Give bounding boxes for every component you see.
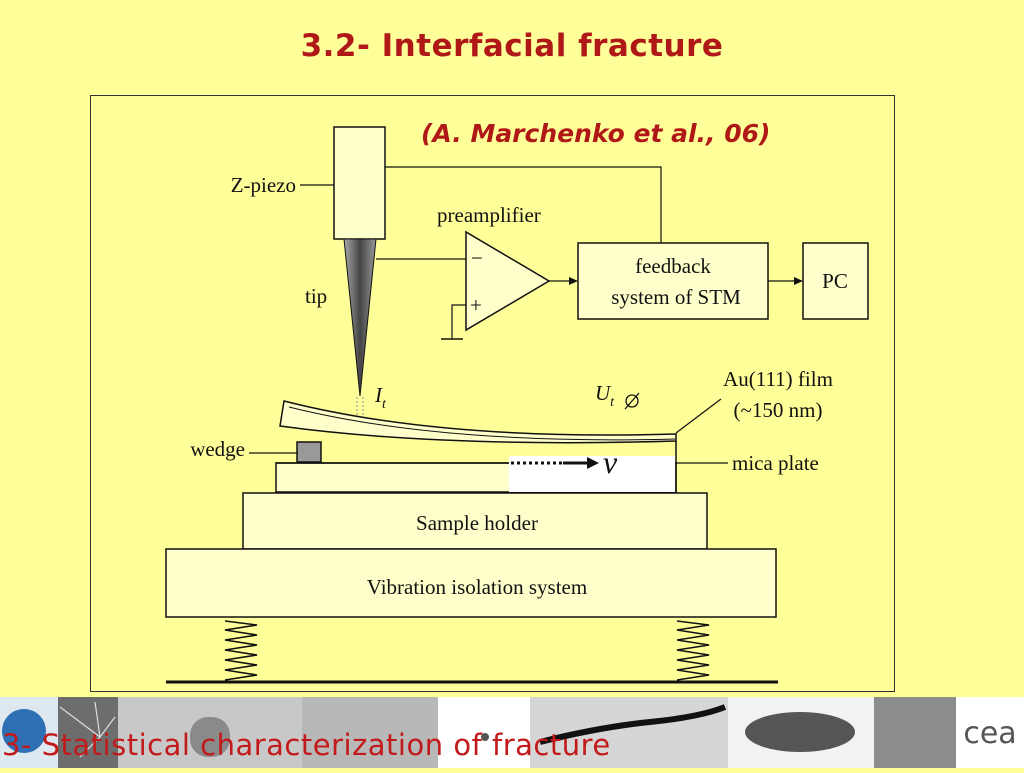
au-film-leader — [675, 398, 722, 434]
sprec-logo — [2, 709, 46, 753]
sample-holder-label: Sample holder — [416, 511, 538, 535]
preamplifier-triangle — [465, 230, 551, 332]
preamp-to-feedback-arrowhead — [569, 277, 578, 285]
ut-label: Ut — [595, 381, 615, 410]
crack-lines — [59, 701, 116, 758]
minus-sign: − — [471, 246, 483, 270]
wedge-label: wedge — [190, 437, 245, 461]
left-spring — [224, 620, 258, 681]
feedback-line2: system of STM — [611, 285, 741, 309]
feedback-to-piezo-wire — [385, 166, 662, 243]
ut-terminal-slash — [624, 392, 640, 410]
velocity-arrowhead — [587, 457, 599, 469]
footer-image-strip: cea — [0, 697, 1024, 768]
cea-logo-bg — [956, 697, 1024, 768]
fracture-crack-line — [539, 704, 727, 745]
machine-part — [190, 717, 230, 757]
thumbnail-molecule — [438, 697, 530, 768]
thumbnail-fracture-crack — [530, 697, 728, 768]
au-film-label-line2: (~150 nm) — [734, 398, 823, 422]
slide-title: 3.2- Interfacial fracture — [300, 28, 724, 64]
au-film-layer — [288, 406, 677, 441]
ut-terminal — [625, 394, 639, 408]
stm-setup-diagram: (A. Marchenko et al., 06) Z-piezo tip pr… — [165, 119, 869, 684]
stm-tip — [343, 238, 377, 397]
molecule-node — [481, 733, 489, 741]
velocity-label: v — [603, 444, 618, 480]
z-piezo-label: Z-piezo — [231, 173, 296, 197]
pc-box — [802, 242, 869, 320]
thumbnail-surface — [302, 697, 438, 768]
au-film-label-line1: Au(111) film — [723, 367, 833, 391]
feedback-line1: feedback — [635, 254, 711, 278]
it-label: It — [374, 383, 387, 412]
plus-sign: + — [470, 293, 482, 317]
feedback-to-pc-arrowhead — [794, 277, 803, 285]
mica-plate-label: mica plate — [732, 451, 819, 475]
cea-logo: cea — [963, 716, 1016, 751]
ground-wire — [451, 304, 466, 339]
surface-plot — [745, 712, 855, 752]
citation: (A. Marchenko et al., 06) — [421, 119, 770, 148]
wedge-block — [296, 441, 322, 463]
right-spring — [676, 620, 710, 681]
sample-holder-box — [242, 492, 708, 550]
tip-label: tip — [305, 284, 327, 308]
vibration-isolation-label: Vibration isolation system — [367, 575, 587, 599]
diagram-frame: (A. Marchenko et al., 06) Z-piezo tip pr… — [90, 95, 895, 692]
pc-label: PC — [822, 269, 848, 293]
curved-mica-film — [279, 400, 677, 444]
thumbnail-crack-glass — [58, 697, 118, 768]
preamplifier-label: preamplifier — [437, 203, 541, 227]
footer-thumbnails: cea — [0, 697, 1024, 768]
z-piezo-block — [333, 126, 386, 240]
vibration-isolation-box — [165, 548, 777, 618]
thumbnail-wavy — [874, 697, 956, 768]
section-footer-title: 3- Statistical characterization of fract… — [2, 728, 611, 762]
